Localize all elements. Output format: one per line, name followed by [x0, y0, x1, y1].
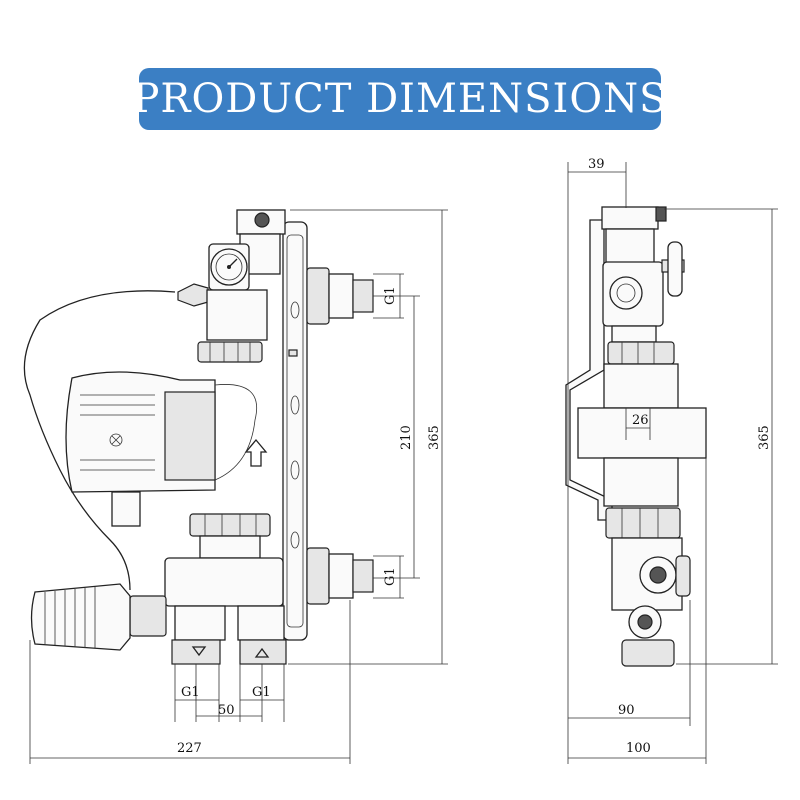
- pressure-gauge-icon: [177, 243, 250, 307]
- dim-pipe-spacing: 50: [218, 703, 235, 718]
- dim-front-height: 365: [427, 425, 442, 450]
- front-dimension-lines: [29, 209, 448, 764]
- dim-side-pipe-offset: 26: [632, 413, 649, 428]
- thermostatic-head-icon: [30, 583, 167, 651]
- dim-thread-top: G1: [383, 286, 398, 305]
- circulation-pump-icon: [65, 371, 257, 527]
- dim-side-top-offset: 39: [588, 157, 605, 172]
- outlet-connector-top: [306, 267, 374, 325]
- banner-title: PRODUCT DIMENSIONS: [132, 76, 668, 122]
- lower-union-nut: [189, 513, 271, 559]
- side-upper-nut: [607, 341, 675, 365]
- dim-side-height: 365: [757, 425, 772, 450]
- side-air-vent: [601, 206, 667, 264]
- side-pump-body: [577, 363, 707, 507]
- outlet-connector-bottom: [306, 547, 374, 605]
- power-cable: [23, 290, 176, 591]
- dim-center-distance: 210: [399, 425, 414, 450]
- side-lower-valves: [605, 507, 691, 667]
- front-view: G1 G1 50 227 G1 G1 210 365: [23, 209, 448, 764]
- mixing-valve-body: [164, 557, 287, 665]
- dim-thread-left: G1: [181, 685, 200, 700]
- side-dimension-lines: [567, 162, 778, 764]
- upper-valve-body: [197, 289, 268, 363]
- side-view: 39 26 365 90 100: [565, 157, 778, 764]
- dim-side-depth-inner: 90: [618, 703, 635, 718]
- manifold-bar: [244, 221, 308, 641]
- dim-side-depth-total: 100: [626, 741, 651, 756]
- dim-thread-bottom: G1: [383, 567, 398, 586]
- dim-front-width: 227: [177, 741, 202, 756]
- title-banner: PRODUCT DIMENSIONS: [132, 68, 667, 130]
- side-ball-valve: [602, 241, 685, 343]
- dim-thread-right: G1: [252, 685, 271, 700]
